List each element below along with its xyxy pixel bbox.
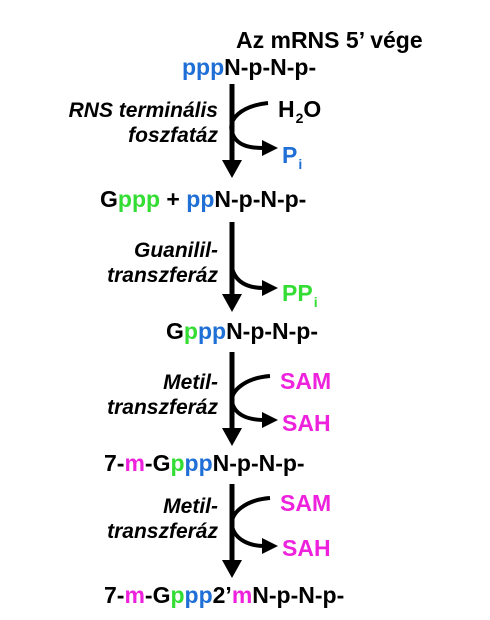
step2-output-sub: i <box>313 294 318 310</box>
step1-enzyme-line1: RNS terminális <box>68 99 218 122</box>
step3-enzyme: Metil- transzferáz <box>107 370 218 420</box>
product4-g: -G <box>144 582 171 608</box>
step2-output-pp: PP <box>282 280 313 306</box>
product3-pp-blue: pp <box>184 450 213 476</box>
header-chain: N-p-N-p- <box>224 54 317 80</box>
product1-ppp: ppp <box>117 186 161 212</box>
product3-chain: N-p-N-p- <box>212 450 305 476</box>
product3: 7-m-GpppN-p-N-p- <box>104 450 305 476</box>
product2-chain: N-p-N-p- <box>226 318 319 344</box>
step1-arrow <box>222 84 278 178</box>
step4-enzyme-line1: Metil- <box>163 495 218 518</box>
step4-enzyme: Metil- transzferáz <box>107 494 218 544</box>
step1-input-sub: 2 <box>295 110 304 126</box>
step2-enzyme-line2: transzferáz <box>107 264 218 287</box>
product1-plus: + <box>160 186 187 212</box>
step1-input-h: H <box>278 96 295 122</box>
product4-m: m <box>124 582 145 608</box>
step3-enzyme-line2: transzferáz <box>107 396 218 419</box>
step1-output: Pi <box>282 142 303 172</box>
product4-m2: m <box>231 582 253 608</box>
step4-enzyme-line2: transzferáz <box>107 520 218 543</box>
product2-g: G <box>166 318 184 344</box>
step1-output-sub: i <box>298 156 303 172</box>
step4-output: SAH <box>282 535 331 561</box>
product2-pp-blue: pp <box>197 318 227 344</box>
product1: Gppp + ppN-p-N-p- <box>100 186 306 212</box>
product4-prefix: 7- <box>104 582 125 608</box>
product2-p-green: p <box>183 318 198 344</box>
header-title: Az mRNS 5’ vége <box>236 27 423 53</box>
step3-input: SAM <box>280 368 332 394</box>
step2-arrow <box>222 222 278 312</box>
product2: GpppN-p-N-p- <box>166 318 318 344</box>
product4-p-green: p <box>170 582 185 608</box>
step3-arrow <box>222 352 278 446</box>
step1-input-o: O <box>303 96 322 122</box>
step3-enzyme-line1: Metil- <box>163 371 218 394</box>
header-ppp: ppp <box>182 54 225 80</box>
step3-output: SAH <box>282 410 331 436</box>
product1-g: G <box>100 186 118 212</box>
step1-enzyme: RNS terminális foszfatáz <box>69 98 218 148</box>
header-mrna-end: pppN-p-N-p- <box>182 54 316 80</box>
product3-prefix: 7- <box>104 450 125 476</box>
step2-output: PPi <box>282 280 318 310</box>
step4-arrow <box>222 484 278 578</box>
step2-enzyme-line1: Guanilil- <box>134 239 218 262</box>
product3-g: -G <box>144 450 171 476</box>
product1-chain: N-p-N-p- <box>214 186 307 212</box>
product4-2prime: 2’ <box>212 582 232 608</box>
step1-input: H2O <box>278 96 322 126</box>
product4-chain: N-p-N-p- <box>252 582 345 608</box>
step4-input: SAM <box>280 490 332 516</box>
step2-enzyme: Guanilil- transzferáz <box>107 238 218 288</box>
step1-output-p: P <box>282 142 298 168</box>
product1-pp: pp <box>186 186 215 212</box>
product3-m: m <box>124 450 145 476</box>
product4: 7-m-Gppp2’mN-p-N-p- <box>104 582 344 608</box>
product4-pp-blue: pp <box>184 582 213 608</box>
step1-enzyme-line2: foszfatáz <box>128 124 218 147</box>
product3-p-green: p <box>170 450 185 476</box>
